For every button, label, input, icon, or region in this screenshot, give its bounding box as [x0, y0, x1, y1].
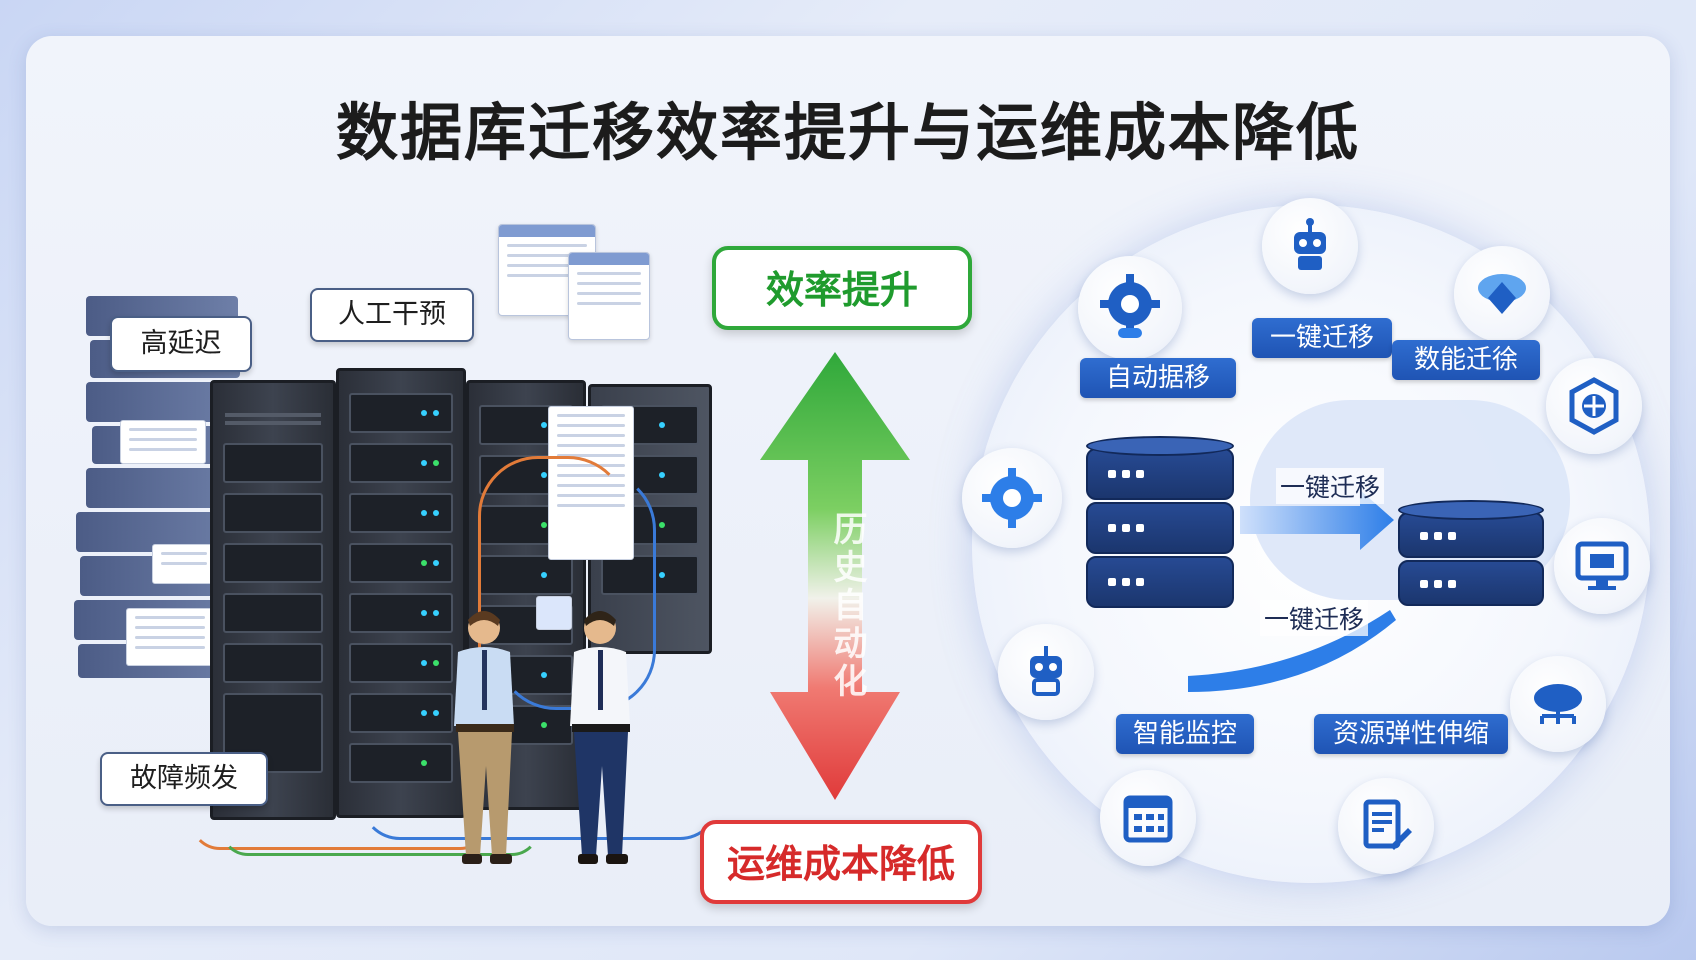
gear-cloud-icon: [1100, 274, 1160, 338]
target-db-server: [1398, 500, 1544, 558]
tag-frequent-faults: 故障频发: [100, 752, 268, 806]
page-title: 数据库迁移效率提升与运维成本降低: [335, 96, 1360, 169]
calendar-icon: [1123, 795, 1173, 843]
document-sheet: [152, 544, 216, 584]
cable: [190, 790, 490, 850]
chip-icon: [1569, 377, 1619, 435]
efficiency-badge: 效率提升: [712, 246, 972, 330]
cable: [478, 456, 628, 706]
source-db-server: [1086, 556, 1234, 608]
cloud-diamond-icon: [1478, 274, 1526, 314]
flow-label-upper: 一键迁移: [1276, 468, 1385, 504]
flow-label-lower: 一键迁移: [1260, 600, 1369, 636]
document-node: [1338, 778, 1434, 874]
label-smart-monitor: 智能监控: [1116, 714, 1254, 754]
engineer-figure: [570, 611, 630, 864]
cable: [360, 760, 720, 840]
robot-icon: [1030, 646, 1062, 696]
browser-window: [498, 224, 596, 316]
label-auto-migrate: 自动据移: [1080, 358, 1236, 398]
document-sheet: [120, 420, 206, 464]
cost-reduction-badge: 运维成本降低: [700, 820, 982, 904]
monitor-icon: [1575, 541, 1629, 590]
cloud-network-icon: [1534, 684, 1582, 724]
robot-node: [1262, 198, 1358, 294]
robot-icon: [1294, 218, 1326, 270]
source-db-server: [1086, 436, 1234, 500]
monitor-node: [1554, 518, 1650, 614]
document-sheet: [126, 608, 214, 666]
calendar-node: [1100, 770, 1196, 866]
auto-gear-node: [1078, 256, 1182, 360]
arrow-caption: 历史自动化: [827, 511, 867, 701]
cable: [220, 800, 540, 856]
document-pen-icon: [1363, 799, 1412, 850]
chip-node: [1546, 358, 1642, 454]
gear-icon: [982, 468, 1042, 528]
browser-window: [568, 252, 650, 340]
engineer-figure: [454, 611, 514, 864]
efficiency-cost-arrow: [760, 352, 910, 800]
server-rack: [210, 380, 336, 820]
cloud-network-node: [1510, 656, 1606, 752]
cloud-diamond-node: [1454, 246, 1550, 342]
target-db-server: [1398, 560, 1544, 606]
tag-manual-intervention: 人工干预: [310, 288, 474, 342]
tag-high-latency: 高延迟: [110, 316, 252, 372]
document-sheet: [536, 596, 572, 630]
migration-flow-arrows: [1188, 490, 1396, 692]
label-smart-link: 数能迁徐: [1392, 340, 1540, 380]
gear-node: [962, 448, 1062, 548]
label-one-click-migrate: 一键迁移: [1252, 318, 1392, 358]
source-db-server: [1086, 502, 1234, 554]
label-elastic-scaling: 资源弹性伸缩: [1314, 714, 1508, 754]
robot-node-lower: [998, 624, 1094, 720]
